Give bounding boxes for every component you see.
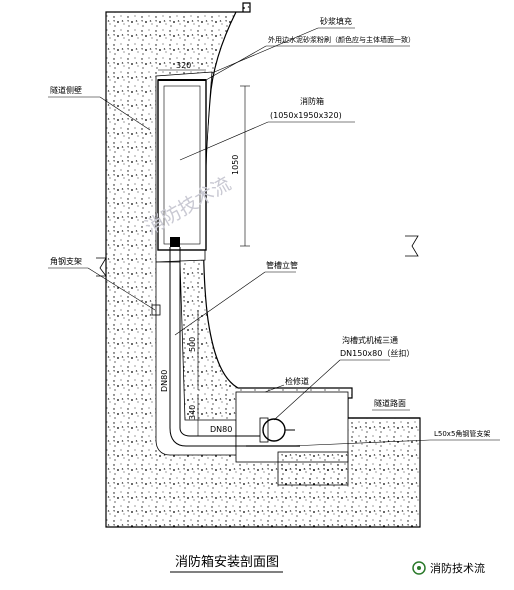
label-tunnel-wall: 隧道侧壁 (50, 85, 82, 95)
leader-tunnel-wall (99, 96, 151, 131)
support-base (277, 451, 349, 486)
dn80-horizontal-label: DN80 (210, 425, 232, 434)
leader-riser (174, 271, 266, 336)
tee-fitting (262, 418, 286, 442)
leader-mortar (211, 27, 319, 74)
angle-bracket-plate (151, 304, 161, 316)
dn80-vertical-pipe (169, 247, 260, 447)
label-cabinet-name: 消防箱 (300, 96, 324, 106)
leader-access (264, 384, 285, 393)
logo-icon (412, 561, 426, 575)
dn80-vertical-pipe-inner (179, 247, 260, 437)
label-tee-spec: DN150x80（丝扣） (340, 348, 414, 358)
fire-cabinet-inner (163, 85, 201, 245)
label-angle-bracket: 角钢支架 (50, 256, 82, 266)
leader-cabinet (179, 121, 269, 161)
tee-flange (259, 417, 269, 443)
label-pipe-riser: 管槽立管 (266, 260, 298, 270)
label-road-surface: 隧道路面 (374, 398, 406, 408)
label-access-shaft: 检修道 (285, 376, 309, 386)
leader-tee (273, 359, 341, 421)
hose-outlet (170, 237, 180, 247)
dim-1050: 1050 (231, 155, 240, 175)
dim-500: 500 (188, 337, 197, 352)
leader-angle-bracket (87, 267, 156, 311)
caption: 消防箱安装剖面图 (175, 554, 279, 570)
dim-340: 340 (188, 405, 197, 420)
label-groove-tee: 沟槽式机械三通 (342, 335, 398, 345)
dn80-vertical-label: DN80 (160, 370, 169, 392)
label-mortar-finish: 外用边水泥砂浆粉刷（颜色应与主体墙面一致） (268, 35, 415, 44)
trench-void (235, 391, 349, 463)
logo: 消防技术流 (412, 561, 485, 575)
dim-320: 320 (176, 61, 191, 70)
label-cabinet-size: (1050x1950x320) (270, 111, 342, 120)
leader-support (289, 439, 431, 447)
fire-cabinet (157, 79, 207, 251)
label-mortar-fill: 砂浆填充 (320, 16, 352, 26)
logo-text: 消防技术流 (430, 561, 485, 575)
break-mark-left (96, 257, 107, 277)
break-mark-right (405, 235, 419, 257)
logo-icon-dot (417, 566, 421, 570)
leader-finish (205, 45, 267, 81)
label-pipe-support: L50x5角钢管支架 (434, 429, 490, 438)
